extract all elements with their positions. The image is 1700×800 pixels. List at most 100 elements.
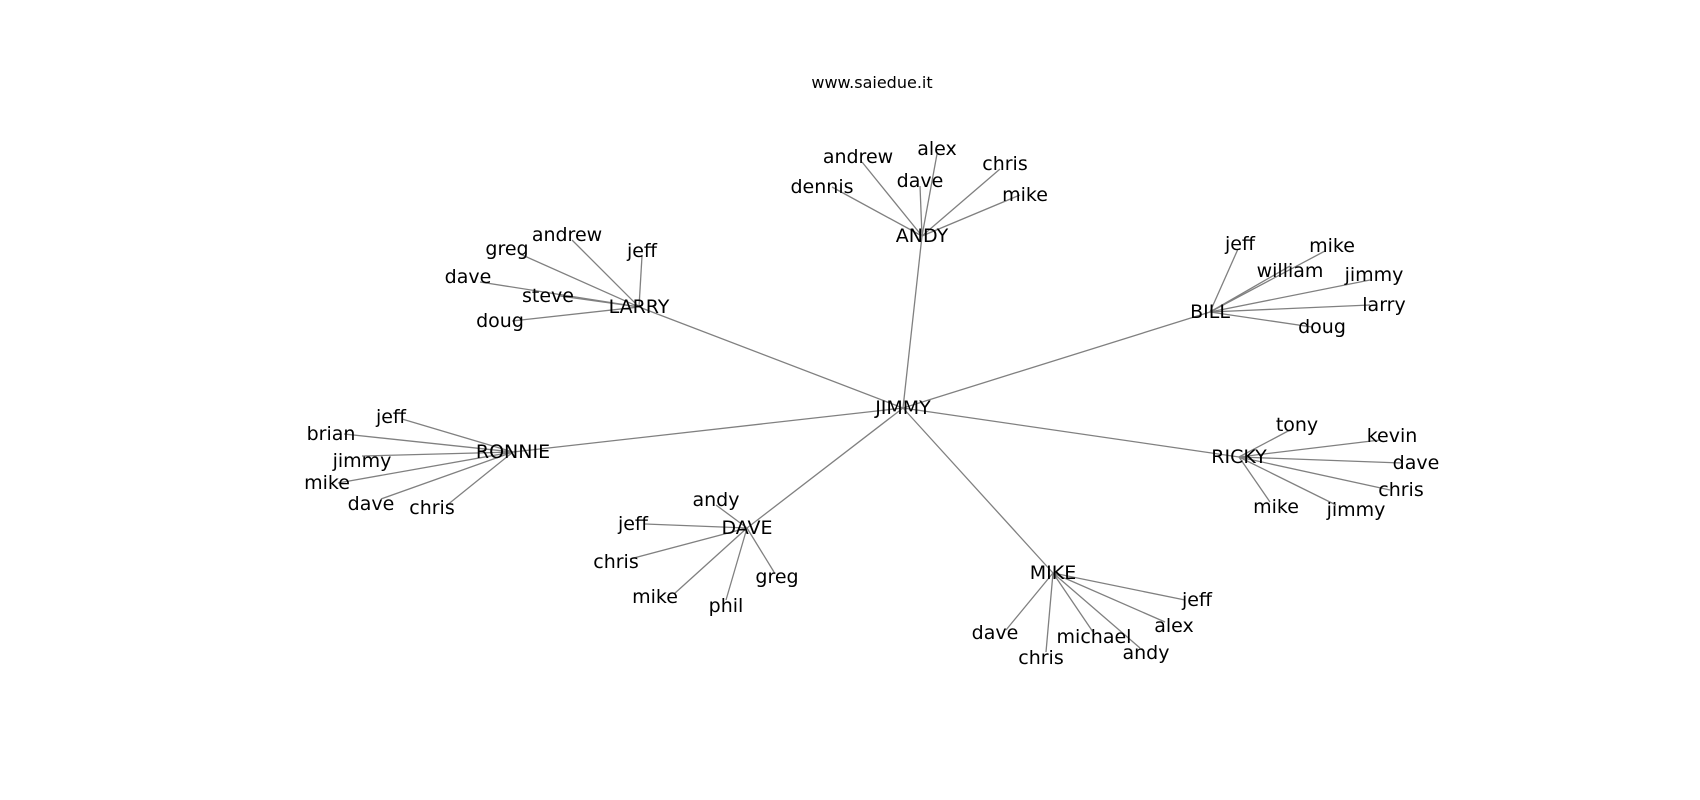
edge-dave-andy	[715, 504, 748, 529]
edge-bill-jimmy	[1209, 279, 1371, 313]
edge-larry-greg	[519, 253, 640, 308]
edge-ronnie-brian	[343, 433, 514, 453]
leaf-node-label: mike	[1309, 235, 1355, 257]
edge-andy-dennis	[831, 186, 923, 237]
edge-ronnie-mike	[337, 451, 514, 484]
leaf-node-label: andy	[693, 489, 740, 511]
leaf-node-label: chris	[1378, 479, 1423, 501]
leaf-node-label: larry	[1362, 294, 1405, 316]
edge-ricky-tony	[1238, 429, 1291, 458]
edge-andy-alex	[921, 153, 938, 237]
leaf-node-label: jimmy	[1326, 499, 1386, 521]
edge-bill-doug	[1209, 311, 1313, 328]
edge-mike-alex	[1052, 572, 1166, 623]
edge-bill-mike	[1209, 250, 1326, 313]
edge-andy-chris	[921, 168, 1001, 237]
labels-layer: JIMMYANDYdennisandrewdavealexchrismikeLA…	[304, 138, 1439, 669]
edge-dave-mike	[673, 527, 748, 595]
edge-mike-jeff	[1052, 572, 1186, 601]
leaf-node-label: andrew	[823, 146, 893, 168]
leaf-node-label: dave	[348, 493, 395, 515]
edge-root-ricky	[902, 407, 1240, 458]
leaf-node-label: jeff	[617, 513, 649, 535]
leaf-node-label: tony	[1276, 414, 1318, 436]
hub-node-label: MIKE	[1030, 562, 1076, 584]
leaf-node-label: andy	[1123, 642, 1170, 664]
leaf-node-label: chris	[409, 497, 454, 519]
edge-root-ronnie	[512, 407, 904, 453]
edge-ronnie-chris	[445, 451, 514, 507]
leaf-node-label: dennis	[790, 176, 853, 198]
leaf-node-label: brian	[307, 423, 356, 445]
leaf-node-label: mike	[1253, 496, 1299, 518]
leaf-node-label: jeff	[1224, 233, 1256, 255]
edge-mike-dave	[1005, 572, 1054, 631]
leaf-node-label: mike	[1002, 184, 1048, 206]
leaf-node-label: chris	[593, 551, 638, 573]
edge-ronnie-jimmy	[361, 451, 514, 457]
edge-ricky-chris	[1238, 456, 1391, 491]
edge-mike-andy	[1052, 572, 1141, 649]
edge-bill-william	[1209, 265, 1291, 313]
edge-root-larry	[638, 306, 904, 409]
leaf-node-label: jimmy	[1344, 264, 1404, 286]
edge-mike-michael	[1052, 572, 1094, 633]
leaf-node-label: doug	[476, 310, 524, 332]
hub-node-label: BILL	[1190, 301, 1230, 323]
leaf-node-label: dave	[445, 266, 492, 288]
edge-ricky-jimmy	[1238, 456, 1337, 506]
edges-layer	[337, 153, 1403, 653]
leaf-node-label: greg	[755, 566, 798, 588]
edge-root-andy	[902, 235, 923, 409]
edge-larry-andrew	[571, 239, 640, 308]
leaf-node-label: william	[1257, 260, 1324, 282]
edge-bill-larry	[1209, 304, 1371, 313]
leaf-node-label: doug	[1298, 316, 1346, 338]
diagram-title: www.saiedue.it	[811, 73, 932, 92]
leaf-node-label: jeff	[375, 406, 407, 428]
leaf-node-label: jeff	[626, 240, 658, 262]
leaf-node-label: mike	[304, 472, 350, 494]
leaf-node-label: jimmy	[332, 450, 392, 472]
leaf-node-label: kevin	[1367, 425, 1418, 447]
leaf-node-label: dave	[1393, 452, 1440, 474]
leaf-node-label: phil	[709, 595, 744, 617]
edge-root-dave	[746, 407, 904, 529]
leaf-node-label: chris	[1018, 647, 1063, 669]
edge-andy-mike	[921, 194, 1021, 237]
edge-root-mike	[902, 407, 1054, 574]
leaf-node-label: michael	[1057, 626, 1132, 648]
hub-node-label: DAVE	[721, 517, 772, 539]
edge-larry-doug	[511, 306, 640, 322]
edge-andy-andrew	[861, 161, 923, 237]
edge-ricky-kevin	[1238, 439, 1381, 458]
leaf-node-label: dave	[897, 170, 944, 192]
edge-larry-steve	[559, 295, 640, 308]
edge-root-bill	[902, 311, 1211, 409]
edge-dave-chris	[629, 527, 748, 560]
root-node-label: JIMMY	[874, 397, 931, 419]
leaf-node-label: greg	[485, 238, 528, 260]
leaf-node-label: steve	[522, 285, 574, 307]
hub-node-label: RICKY	[1211, 446, 1267, 468]
edge-dave-phil	[725, 527, 748, 601]
edge-larry-jeff	[638, 255, 643, 308]
leaf-node-label: dave	[972, 622, 1019, 644]
hub-node-label: LARRY	[609, 296, 670, 318]
leaf-node-label: alex	[917, 138, 957, 160]
hub-node-label: ANDY	[896, 225, 949, 247]
edge-mike-chris	[1045, 572, 1054, 653]
edge-andy-dave	[919, 185, 923, 237]
edge-ronnie-jeff	[401, 418, 514, 453]
edge-bill-jeff	[1209, 248, 1239, 313]
edge-ricky-dave	[1238, 456, 1403, 464]
edge-ronnie-dave	[380, 451, 514, 500]
hub-node-label: RONNIE	[476, 441, 550, 463]
leaf-node-label: jeff	[1181, 589, 1213, 611]
leaf-node-label: mike	[632, 586, 678, 608]
edge-ricky-mike	[1238, 456, 1271, 503]
leaf-node-label: andrew	[532, 224, 602, 246]
leaf-node-label: chris	[982, 153, 1027, 175]
edge-dave-jeff	[644, 523, 748, 529]
